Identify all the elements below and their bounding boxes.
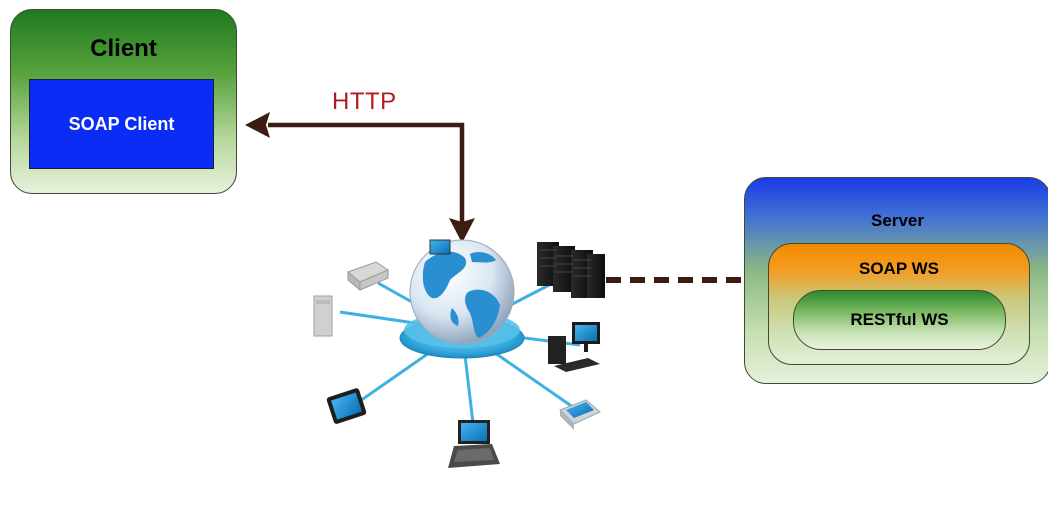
arrowhead-left-icon (245, 112, 270, 138)
soap-ws-title: SOAP WS (859, 259, 939, 278)
client-title: Client (90, 35, 157, 62)
restful-ws-box: RESTful WS (793, 290, 1006, 350)
http-connector (245, 112, 475, 243)
server-title: Server (871, 211, 924, 230)
soap-client-box: SOAP Client (29, 79, 214, 169)
soap-ws-box: SOAP WS RESTful WS (768, 243, 1030, 365)
client-box: Client SOAP Client (10, 9, 237, 194)
http-label: HTTP (332, 88, 397, 115)
network-globe-icon (313, 239, 605, 468)
server-box: Server SOAP WS RESTful WS (744, 177, 1048, 384)
arrowhead-down-icon (449, 218, 475, 243)
